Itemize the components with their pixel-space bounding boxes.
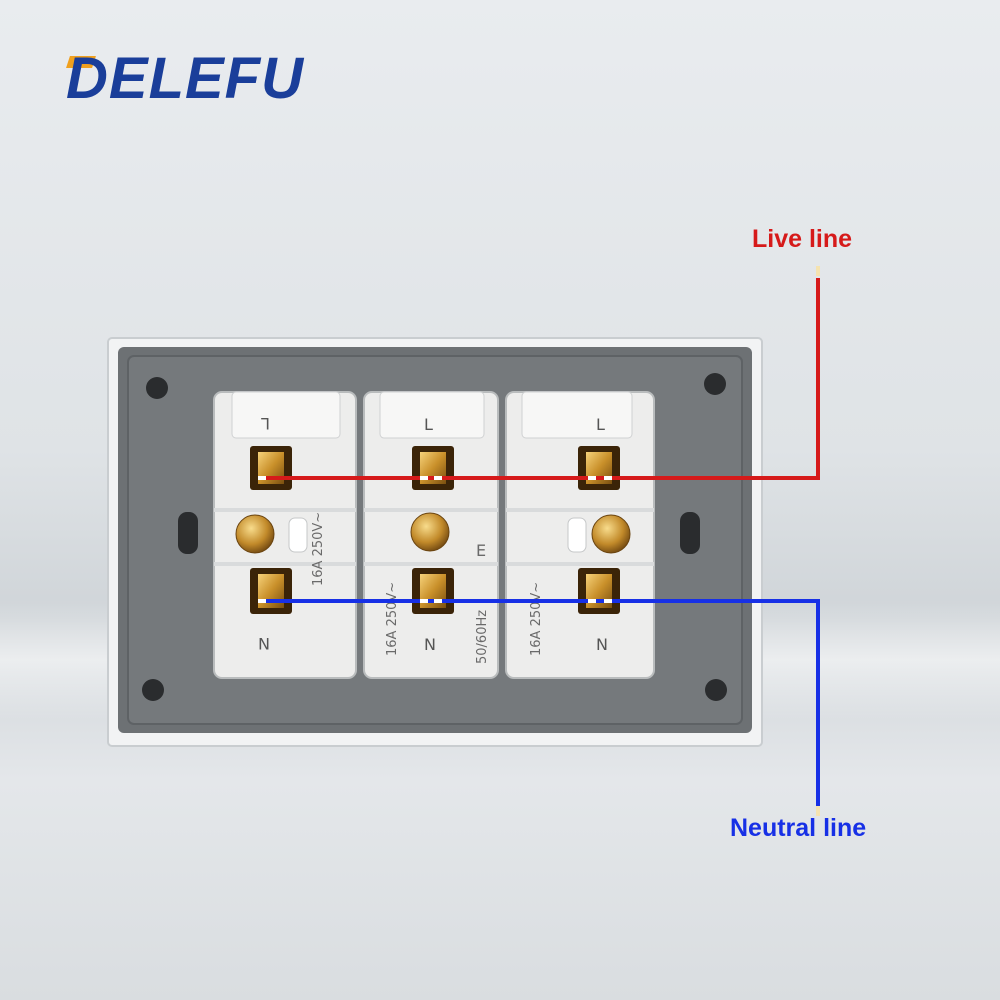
- neutral-line-wire: [258, 599, 820, 806]
- module-2-top-letter: L: [424, 415, 433, 434]
- module-1-top-letter: L: [261, 414, 270, 433]
- socket-module-3: [505, 391, 655, 679]
- module-2-earth-mark: E: [476, 541, 486, 560]
- brand-logo: DELEFU: [66, 46, 304, 111]
- terminal-contact-points: [258, 266, 820, 816]
- module-2-frequency: 50/60Hz: [475, 610, 490, 664]
- neutral-line-label: Neutral line: [730, 814, 867, 842]
- terminal-screw-icon: [235, 514, 275, 554]
- module-2-rating: 16A 250V~: [385, 582, 400, 656]
- module-3-top-letter: L: [596, 415, 605, 434]
- socket-module-1: [213, 391, 357, 679]
- module-1-rating: 16A 250V~: [311, 512, 326, 586]
- live-line-label: Live line: [752, 225, 853, 253]
- live-line-wire: [258, 278, 820, 480]
- module-1-bottom-letter: N: [258, 634, 270, 653]
- module-2-bottom-letter: N: [424, 635, 436, 654]
- terminal-screw-icon: [591, 514, 631, 554]
- socket-module-2: [363, 391, 499, 679]
- module-3-rating: 16A 250V~: [529, 582, 544, 656]
- mounting-hole-icon: [142, 373, 727, 701]
- module-3-bottom-letter: N: [596, 635, 608, 654]
- terminal-screw-icon: [410, 512, 450, 552]
